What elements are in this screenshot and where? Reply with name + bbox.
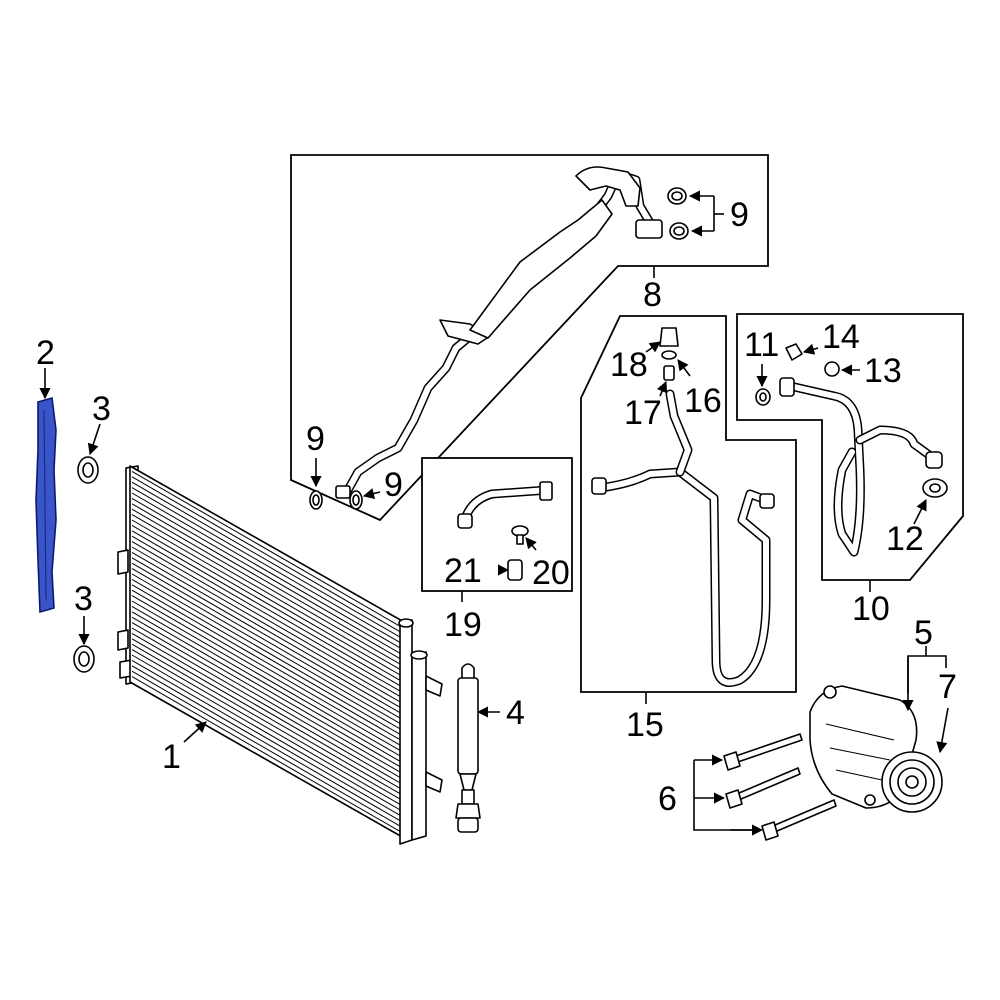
condenser-fin-line [131, 622, 403, 780]
condenser-fin-line [131, 638, 403, 796]
callout-17: 17 [624, 394, 662, 432]
part-6-bolt-upper[interactable] [723, 733, 803, 771]
condenser-fin-line [131, 670, 403, 828]
condenser-fin-line [131, 487, 403, 645]
part-12-gasket[interactable] [922, 478, 948, 498]
callout-3-upper: 3 [92, 390, 111, 428]
condenser-fin-line [131, 568, 403, 726]
part-6-bolt-middle[interactable] [725, 767, 801, 809]
callout-21: 21 [444, 552, 482, 590]
condenser-fin-line [131, 524, 403, 682]
condenser-fin-line [131, 578, 403, 736]
part-15-ac-line[interactable] [591, 389, 775, 687]
condenser-fin-line [131, 541, 403, 699]
part-4-receiver-drier[interactable] [455, 663, 481, 833]
callout-9-upper: 9 [730, 196, 749, 234]
condenser-fin-line [131, 611, 403, 769]
condenser-fin-line [131, 632, 403, 790]
callout-12: 12 [886, 520, 924, 558]
condenser-fin-line [131, 562, 403, 720]
condenser-fin-line [131, 605, 403, 763]
callout-1: 1 [162, 738, 181, 776]
part-9-orings-upper[interactable] [667, 187, 689, 240]
condenser-fin-line [131, 573, 403, 731]
callout-8: 8 [643, 276, 662, 314]
callout-9-left: 9 [306, 420, 325, 458]
condenser-fin-line [131, 503, 403, 661]
part-6-bolt-lower[interactable] [761, 799, 837, 841]
condenser-fin-line [131, 530, 403, 688]
part-2-seal-strip[interactable] [35, 396, 57, 614]
callout-6: 6 [658, 780, 677, 818]
part-14-cap[interactable] [785, 343, 803, 361]
condenser-fin-line [131, 600, 403, 758]
callout-3-lower: 3 [74, 580, 93, 618]
part-10-ac-line[interactable] [779, 377, 943, 557]
part-16-oring[interactable] [661, 350, 677, 360]
part-20-valve[interactable] [511, 525, 529, 545]
part-9-oring-left[interactable] [309, 490, 323, 510]
callout-7: 7 [938, 668, 957, 706]
part-1-condenser[interactable] [117, 465, 443, 845]
callout-14: 14 [822, 318, 860, 356]
callout-5: 5 [914, 614, 933, 652]
condenser-fin-line [131, 595, 403, 753]
condenser-fin-line [131, 584, 403, 742]
condenser-fin-line [131, 492, 403, 650]
condenser-fin-line [131, 481, 403, 639]
condenser-fin-line [131, 665, 403, 823]
condenser-fin-line [131, 497, 403, 655]
part-3-ring-upper[interactable] [77, 456, 99, 484]
condenser-fin-line [131, 589, 403, 747]
condenser-fin-line [131, 627, 403, 785]
callout-20: 20 [532, 554, 570, 592]
condenser-fins [131, 470, 403, 834]
part-21-fitting[interactable] [507, 559, 523, 581]
callout-4: 4 [506, 694, 525, 732]
callout-19: 19 [444, 606, 482, 644]
callout-15: 15 [626, 706, 664, 744]
callout-13: 13 [864, 352, 902, 390]
part-11-oring[interactable] [755, 388, 771, 406]
condenser-fin-line [131, 519, 403, 677]
callout-18: 18 [610, 346, 648, 384]
callout-2: 2 [36, 334, 55, 372]
condenser-fin-line [131, 470, 403, 628]
part-13-valve[interactable] [824, 361, 840, 377]
callout-10: 10 [852, 590, 890, 628]
part-3-ring-lower[interactable] [73, 645, 95, 673]
condenser-fin-line [131, 514, 403, 672]
part-7-clutch[interactable] [881, 751, 943, 813]
condenser-fin-line [131, 676, 403, 834]
condenser-fin-line [131, 546, 403, 704]
condenser-fin-line [131, 557, 403, 715]
condenser-fin-line [131, 616, 403, 774]
part-17-valve[interactable] [663, 365, 675, 381]
callout-9-right: 9 [384, 466, 403, 504]
condenser-fin-line [131, 643, 403, 801]
part-18-cap[interactable] [659, 327, 679, 347]
condenser-fin-line [131, 551, 403, 709]
group-box-15 [580, 315, 797, 693]
part-9-oring-right[interactable] [349, 490, 363, 510]
part-19-line[interactable] [457, 481, 553, 529]
condenser-fin-line [131, 476, 403, 634]
callout-11: 11 [744, 326, 779, 364]
leader-lines [39, 190, 949, 836]
condenser-fin-line [131, 654, 403, 812]
condenser-fin-line [131, 649, 403, 807]
part-8-ac-line[interactable] [335, 166, 663, 499]
callout-labels: 1 2 3 3 4 5 6 7 8 9 9 9 10 11 12 13 14 1… [36, 196, 957, 818]
group-box-19 [421, 457, 573, 592]
condenser-fin-line [131, 659, 403, 817]
callout-16: 16 [684, 382, 722, 420]
condenser-fin-line [131, 508, 403, 666]
condenser-fin-line [131, 535, 403, 693]
